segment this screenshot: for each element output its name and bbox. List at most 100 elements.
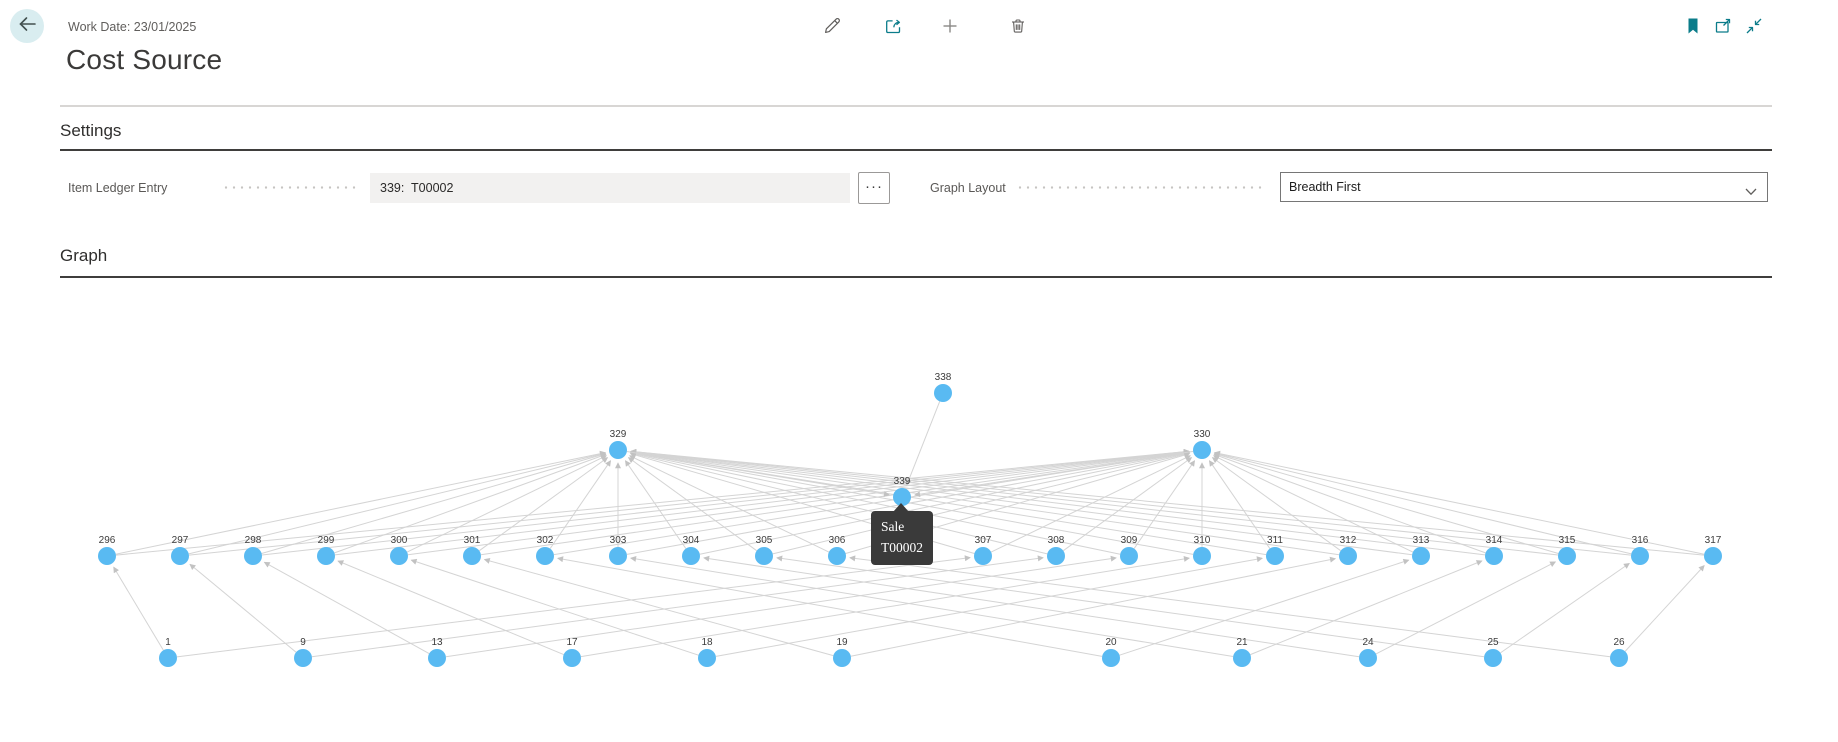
graph-edge-316-330 bbox=[1213, 451, 1632, 555]
graph-node-label-19: 19 bbox=[836, 637, 848, 648]
graph-edge-17-299 bbox=[337, 560, 564, 656]
graph-node-18[interactable] bbox=[698, 649, 716, 667]
graph-node-329[interactable] bbox=[609, 441, 627, 459]
graph-edge-298-329 bbox=[261, 452, 607, 554]
graph-section-rule bbox=[60, 276, 1772, 278]
graph-node-13[interactable] bbox=[428, 649, 446, 667]
graph-node-label-299: 299 bbox=[318, 535, 335, 546]
graph-node-17[interactable] bbox=[563, 649, 581, 667]
graph-node-301[interactable] bbox=[463, 547, 481, 565]
graph-edge-19-312 bbox=[850, 556, 1337, 657]
arrow-left-icon bbox=[16, 14, 38, 39]
item-ledger-entry-field[interactable]: 339: T00002 bbox=[370, 173, 850, 203]
graph-layout-label: Graph Layout bbox=[930, 181, 1006, 195]
dotted-leader bbox=[222, 186, 360, 189]
graph-node-299[interactable] bbox=[317, 547, 335, 565]
graph-node-label-296: 296 bbox=[99, 535, 116, 546]
graph-node-311[interactable] bbox=[1266, 547, 1284, 565]
graph-node-20[interactable] bbox=[1102, 649, 1120, 667]
graph-node-309[interactable] bbox=[1120, 547, 1138, 565]
graph-node-19[interactable] bbox=[833, 649, 851, 667]
graph-node-26[interactable] bbox=[1610, 649, 1628, 667]
graph-node-label-303: 303 bbox=[610, 535, 627, 546]
delete-button[interactable] bbox=[1006, 16, 1030, 40]
graph-node-label-315: 315 bbox=[1559, 535, 1576, 546]
graph-node-1[interactable] bbox=[159, 649, 177, 667]
graph-node-307[interactable] bbox=[974, 547, 992, 565]
graph-edge-25-305 bbox=[776, 555, 1485, 658]
graph-edge-24-315 bbox=[1375, 561, 1557, 655]
graph-edge-308-330 bbox=[1063, 457, 1193, 552]
graph-edge-338-339 bbox=[905, 401, 941, 486]
graph-edge-317-329 bbox=[630, 448, 1705, 556]
graph-edge-329-339 bbox=[626, 451, 890, 498]
graph-node-330[interactable] bbox=[1193, 441, 1211, 459]
graph-node-label-329: 329 bbox=[610, 429, 627, 440]
collapse-icon bbox=[1744, 16, 1764, 41]
graph-node-label-298: 298 bbox=[245, 535, 262, 546]
graph-node-label-308: 308 bbox=[1048, 535, 1065, 546]
graph-node-303[interactable] bbox=[609, 547, 627, 565]
add-button[interactable] bbox=[938, 16, 962, 40]
graph-edge-304-329 bbox=[624, 460, 687, 549]
share-icon bbox=[883, 16, 903, 41]
tooltip-line-1: Sale bbox=[881, 519, 905, 534]
graph-edge-18-311 bbox=[715, 556, 1263, 657]
graph-node-label-307: 307 bbox=[975, 535, 992, 546]
graph-node-298[interactable] bbox=[244, 547, 262, 565]
graph-node-label-317: 317 bbox=[1705, 535, 1722, 546]
graph-node-label-17: 17 bbox=[566, 637, 578, 648]
graph-section-title: Graph bbox=[60, 246, 108, 265]
graph-node-21[interactable] bbox=[1233, 649, 1251, 667]
graph-edge-26-317 bbox=[1624, 565, 1705, 652]
graph-node-312[interactable] bbox=[1339, 547, 1357, 565]
graph-edge-313-330 bbox=[1213, 455, 1414, 553]
tooltip-line-2: T00002 bbox=[881, 540, 923, 555]
graph-layout-select[interactable]: Breadth First bbox=[1280, 172, 1768, 202]
graph-node-315[interactable] bbox=[1558, 547, 1576, 565]
graph-node-label-18: 18 bbox=[701, 637, 713, 648]
graph-node-316[interactable] bbox=[1631, 547, 1649, 565]
graph-edge-314-329 bbox=[630, 449, 1486, 556]
graph-edge-20-302 bbox=[557, 556, 1103, 657]
open-in-new-window-button[interactable] bbox=[1711, 16, 1735, 40]
graph-node-313[interactable] bbox=[1412, 547, 1430, 565]
graph-node-label-301: 301 bbox=[464, 535, 481, 546]
collapse-button[interactable] bbox=[1742, 16, 1766, 40]
graph-node-24[interactable] bbox=[1359, 649, 1377, 667]
graph-node-308[interactable] bbox=[1047, 547, 1065, 565]
graph-node-label-306: 306 bbox=[829, 535, 846, 546]
graph-node-label-26: 26 bbox=[1613, 637, 1625, 648]
graph-node-317[interactable] bbox=[1704, 547, 1722, 565]
graph-node-297[interactable] bbox=[171, 547, 189, 565]
graph-node-304[interactable] bbox=[682, 547, 700, 565]
back-button[interactable] bbox=[10, 9, 44, 43]
graph-node-label-312: 312 bbox=[1340, 535, 1357, 546]
graph-edge-312-329 bbox=[630, 449, 1340, 556]
share-button[interactable] bbox=[881, 16, 905, 40]
graph-node-label-1: 1 bbox=[165, 637, 171, 648]
graph-edge-297-330 bbox=[188, 448, 1190, 556]
lookup-ellipsis-button[interactable]: ··· bbox=[858, 172, 890, 204]
graph-edge-313-329 bbox=[630, 449, 1413, 556]
graph-edge-300-329 bbox=[406, 455, 607, 553]
graph-node-296[interactable] bbox=[98, 547, 116, 565]
graph-node-310[interactable] bbox=[1193, 547, 1211, 565]
graph-node-25[interactable] bbox=[1484, 649, 1502, 667]
graph-edge-309-330 bbox=[1133, 460, 1196, 549]
graph-node-9[interactable] bbox=[294, 649, 312, 667]
pencil-edit-icon bbox=[822, 16, 842, 41]
graph-node-338[interactable] bbox=[934, 384, 952, 402]
bookmark-icon bbox=[1683, 16, 1703, 41]
graph-edge-21-303 bbox=[630, 555, 1234, 657]
graph-node-314[interactable] bbox=[1485, 547, 1503, 565]
graph-node-300[interactable] bbox=[390, 547, 408, 565]
graph-edge-311-330 bbox=[1208, 460, 1271, 549]
edit-button[interactable] bbox=[820, 16, 844, 40]
bookmark-button[interactable] bbox=[1681, 16, 1705, 40]
graph-node-305[interactable] bbox=[755, 547, 773, 565]
graph-node-302[interactable] bbox=[536, 547, 554, 565]
graph-node-339[interactable] bbox=[893, 488, 911, 506]
graph-node-306[interactable] bbox=[828, 547, 846, 565]
